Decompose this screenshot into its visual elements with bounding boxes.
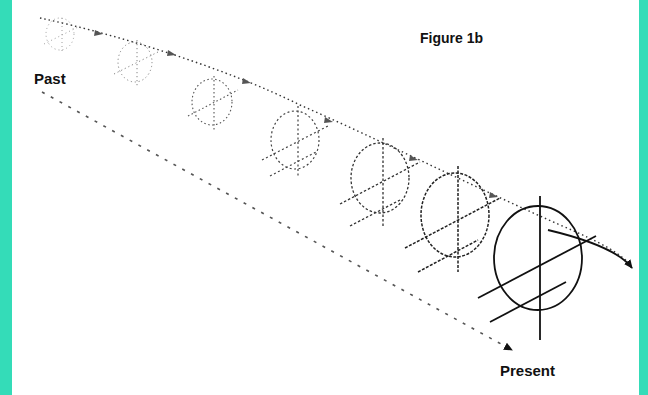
trajectory-heads	[94, 30, 498, 198]
white-panel	[12, 0, 639, 395]
trajectory-dotted	[40, 18, 632, 268]
time-axis	[42, 92, 512, 350]
past-label: Past	[34, 70, 66, 87]
figure-label: Figure 1b	[420, 30, 483, 46]
trajectory-arrow	[548, 230, 632, 268]
present-label: Present	[500, 362, 555, 379]
circle-sequence	[44, 18, 596, 340]
